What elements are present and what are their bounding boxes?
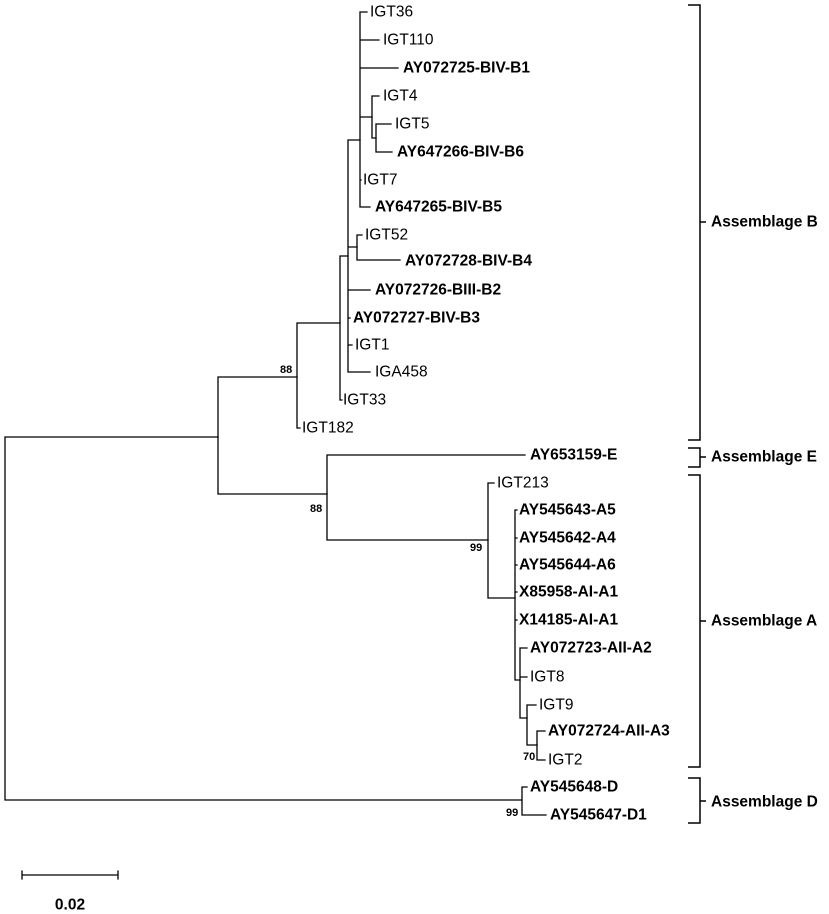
branch-node-be-a bbox=[217, 376, 328, 495]
leaf-label-reference: AY072723-AII-A2 bbox=[530, 640, 652, 657]
assemblage-label-d: Assemblage D bbox=[711, 794, 818, 811]
leaf-label-reference: AY072728-BIV-B4 bbox=[405, 253, 532, 270]
leaf-label: IGT9 bbox=[539, 697, 573, 714]
assemblage-label-e: Assemblage E bbox=[711, 449, 817, 466]
leaf-label-reference: AY545644-A6 bbox=[519, 557, 616, 574]
bracket-assemblage-a bbox=[688, 474, 706, 768]
leaf-label-reference: X85958-AI-A1 bbox=[519, 584, 618, 601]
bracket-assemblage-e bbox=[688, 447, 706, 468]
leaf-label-reference: AY072724-AII-A3 bbox=[548, 723, 670, 740]
branch-node-b-inner bbox=[339, 255, 349, 401]
leaf-label: IGT110 bbox=[383, 32, 434, 49]
leaf-label: IGT213 bbox=[497, 475, 549, 492]
branch-node-a-core bbox=[514, 509, 521, 681]
leaf-label: IGT52 bbox=[365, 227, 408, 244]
branch-root bbox=[4, 436, 523, 801]
leaf-label-reference: AY545643-A5 bbox=[519, 502, 616, 519]
bootstrap-values: 88 88 99 70 99 bbox=[280, 364, 535, 819]
scale-bar: 0.02 bbox=[21, 870, 119, 914]
leaf-label-reference: AY653159-E bbox=[530, 447, 617, 464]
branch-node-a3-igt2 bbox=[536, 730, 546, 761]
bootstrap-value: 88 bbox=[310, 503, 322, 515]
bootstrap-value: 70 bbox=[523, 751, 535, 763]
assemblage-label-a: Assemblage A bbox=[711, 613, 817, 630]
branch-node-assemblage-a bbox=[487, 482, 516, 599]
bootstrap-value: 99 bbox=[506, 807, 518, 819]
branch-node-igt9-group bbox=[526, 704, 538, 746]
leaf-label-reference: AY545642-A4 bbox=[519, 530, 616, 547]
leaf-label-reference: AY072727-BIV-B3 bbox=[353, 310, 480, 327]
leaf-label-reference: AY072726-BIII-B2 bbox=[375, 282, 501, 299]
bootstrap-value: 88 bbox=[280, 364, 292, 376]
branch-node-b-upper bbox=[359, 11, 399, 208]
bootstrap-value: 99 bbox=[470, 542, 482, 554]
assemblage-label-b: Assemblage B bbox=[711, 214, 818, 231]
leaf-labels: IGT36 IGT110 AY072725-BIV-B1 IGT4 IGT5 A… bbox=[302, 4, 670, 824]
branch-node-igt5-b6 bbox=[375, 123, 393, 153]
branch-node-e-a bbox=[326, 454, 526, 541]
leaf-label-reference: AY545648-D bbox=[530, 779, 618, 796]
leaf-label: IGT1 bbox=[355, 337, 389, 354]
leaf-label-reference: AY647265-BIV-B5 bbox=[375, 199, 502, 216]
scale-bar-label: 0.02 bbox=[55, 897, 85, 914]
branch-node-igt52-b4 bbox=[356, 234, 401, 261]
leaf-label-reference: AY647266-BIV-B6 bbox=[397, 144, 524, 161]
scale-bar-line bbox=[21, 870, 119, 880]
leaf-label: IGT182 bbox=[302, 420, 354, 437]
branch-node-a2-group bbox=[519, 647, 528, 719]
branch-node-assemblage-d bbox=[521, 786, 547, 816]
tree-branches bbox=[4, 11, 547, 816]
branch-node-assemblage-b bbox=[296, 322, 341, 429]
branch-node-b-core bbox=[347, 139, 371, 373]
leaf-label: IGT7 bbox=[363, 172, 397, 189]
leaf-label: IGT33 bbox=[343, 392, 386, 409]
leaf-label: IGA458 bbox=[375, 364, 428, 381]
branch-node-igt4-group bbox=[371, 95, 380, 139]
leaf-label-reference: AY545647-D1 bbox=[550, 807, 647, 824]
leaf-label-reference: X14185-AI-A1 bbox=[519, 612, 618, 629]
bracket-assemblage-b bbox=[688, 4, 706, 441]
leaf-label-reference: AY072725-BIV-B1 bbox=[403, 60, 530, 77]
leaf-label: IGT4 bbox=[383, 88, 418, 105]
bracket-assemblage-d bbox=[688, 777, 706, 824]
leaf-label: IGT36 bbox=[370, 4, 413, 21]
leaf-label: IGT2 bbox=[548, 752, 582, 769]
assemblage-brackets: Assemblage B Assemblage E Assemblage A A… bbox=[688, 4, 818, 824]
leaf-label: IGT8 bbox=[530, 669, 564, 686]
leaf-label: IGT5 bbox=[395, 116, 429, 133]
